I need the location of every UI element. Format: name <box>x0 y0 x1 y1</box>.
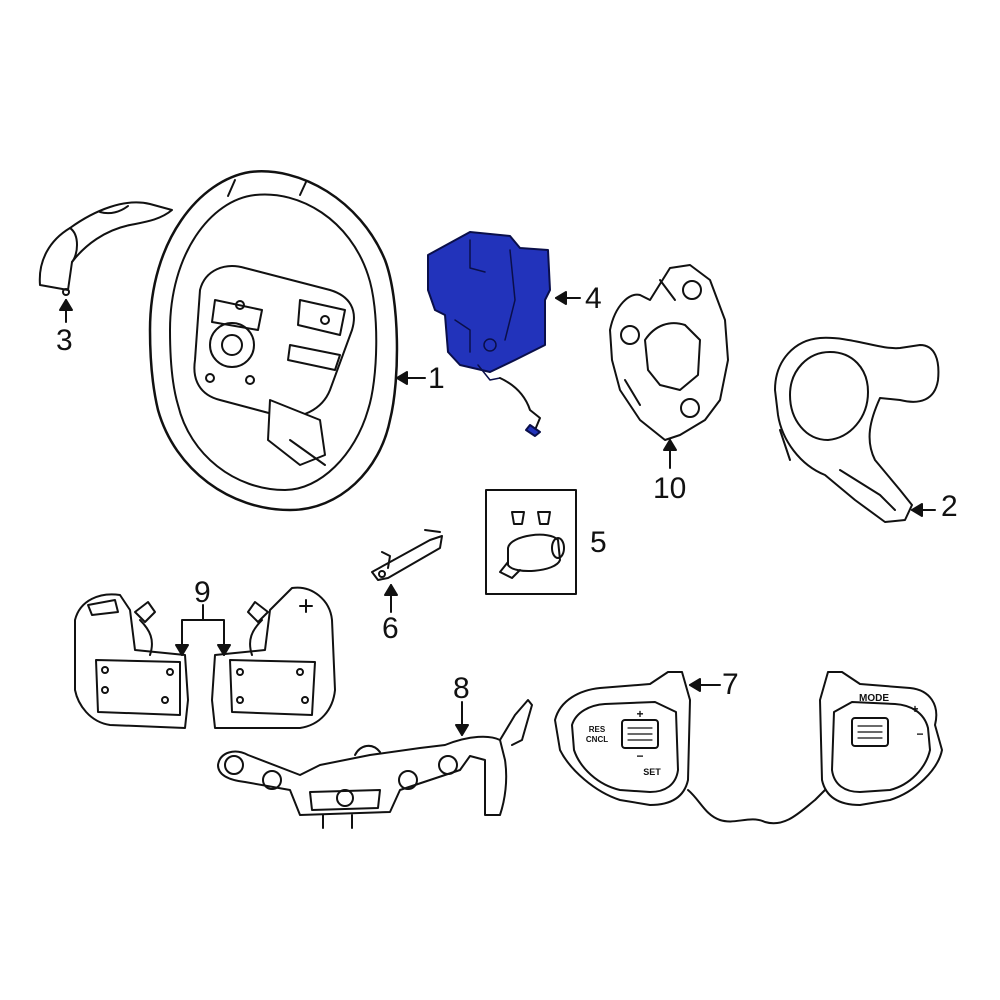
part-6-bracket <box>371 529 443 581</box>
leader-arrows <box>59 291 936 736</box>
cncl-label: CNCL <box>586 735 608 744</box>
callout-4: 4 <box>585 282 602 315</box>
res-label: RES <box>589 725 606 734</box>
part-3-trim-cover <box>38 201 173 296</box>
plus-label-right: + <box>911 702 918 716</box>
callout-7: 7 <box>722 668 739 701</box>
callout-8: 8 <box>453 672 470 705</box>
part-9-paddle-shifters <box>74 586 336 729</box>
part-4-highlighted-module <box>427 231 551 437</box>
part-8-switch-carrier <box>217 699 533 829</box>
callout-9: 9 <box>194 576 211 609</box>
callout-2: 2 <box>941 490 958 523</box>
mode-label: MODE <box>859 693 889 704</box>
part-5-kit-box <box>485 489 577 595</box>
part-7-multifunction-switches <box>554 671 943 825</box>
minus-label-right: − <box>916 727 923 741</box>
button-legends: MODE RES CNCL SET + − + − <box>586 693 924 777</box>
part-10-back-cover <box>609 264 729 441</box>
plus-label-left: + <box>636 707 643 721</box>
callout-10: 10 <box>653 472 687 505</box>
leader-9 <box>181 604 225 656</box>
set-label: SET <box>643 767 661 777</box>
part-2-trim-bezel <box>774 336 940 523</box>
callout-6: 6 <box>382 612 399 645</box>
callout-3: 3 <box>56 324 73 357</box>
minus-label-left: − <box>636 749 643 763</box>
callout-5: 5 <box>590 526 607 559</box>
part-1-steering-wheel <box>148 170 399 512</box>
callout-1: 1 <box>428 362 445 395</box>
